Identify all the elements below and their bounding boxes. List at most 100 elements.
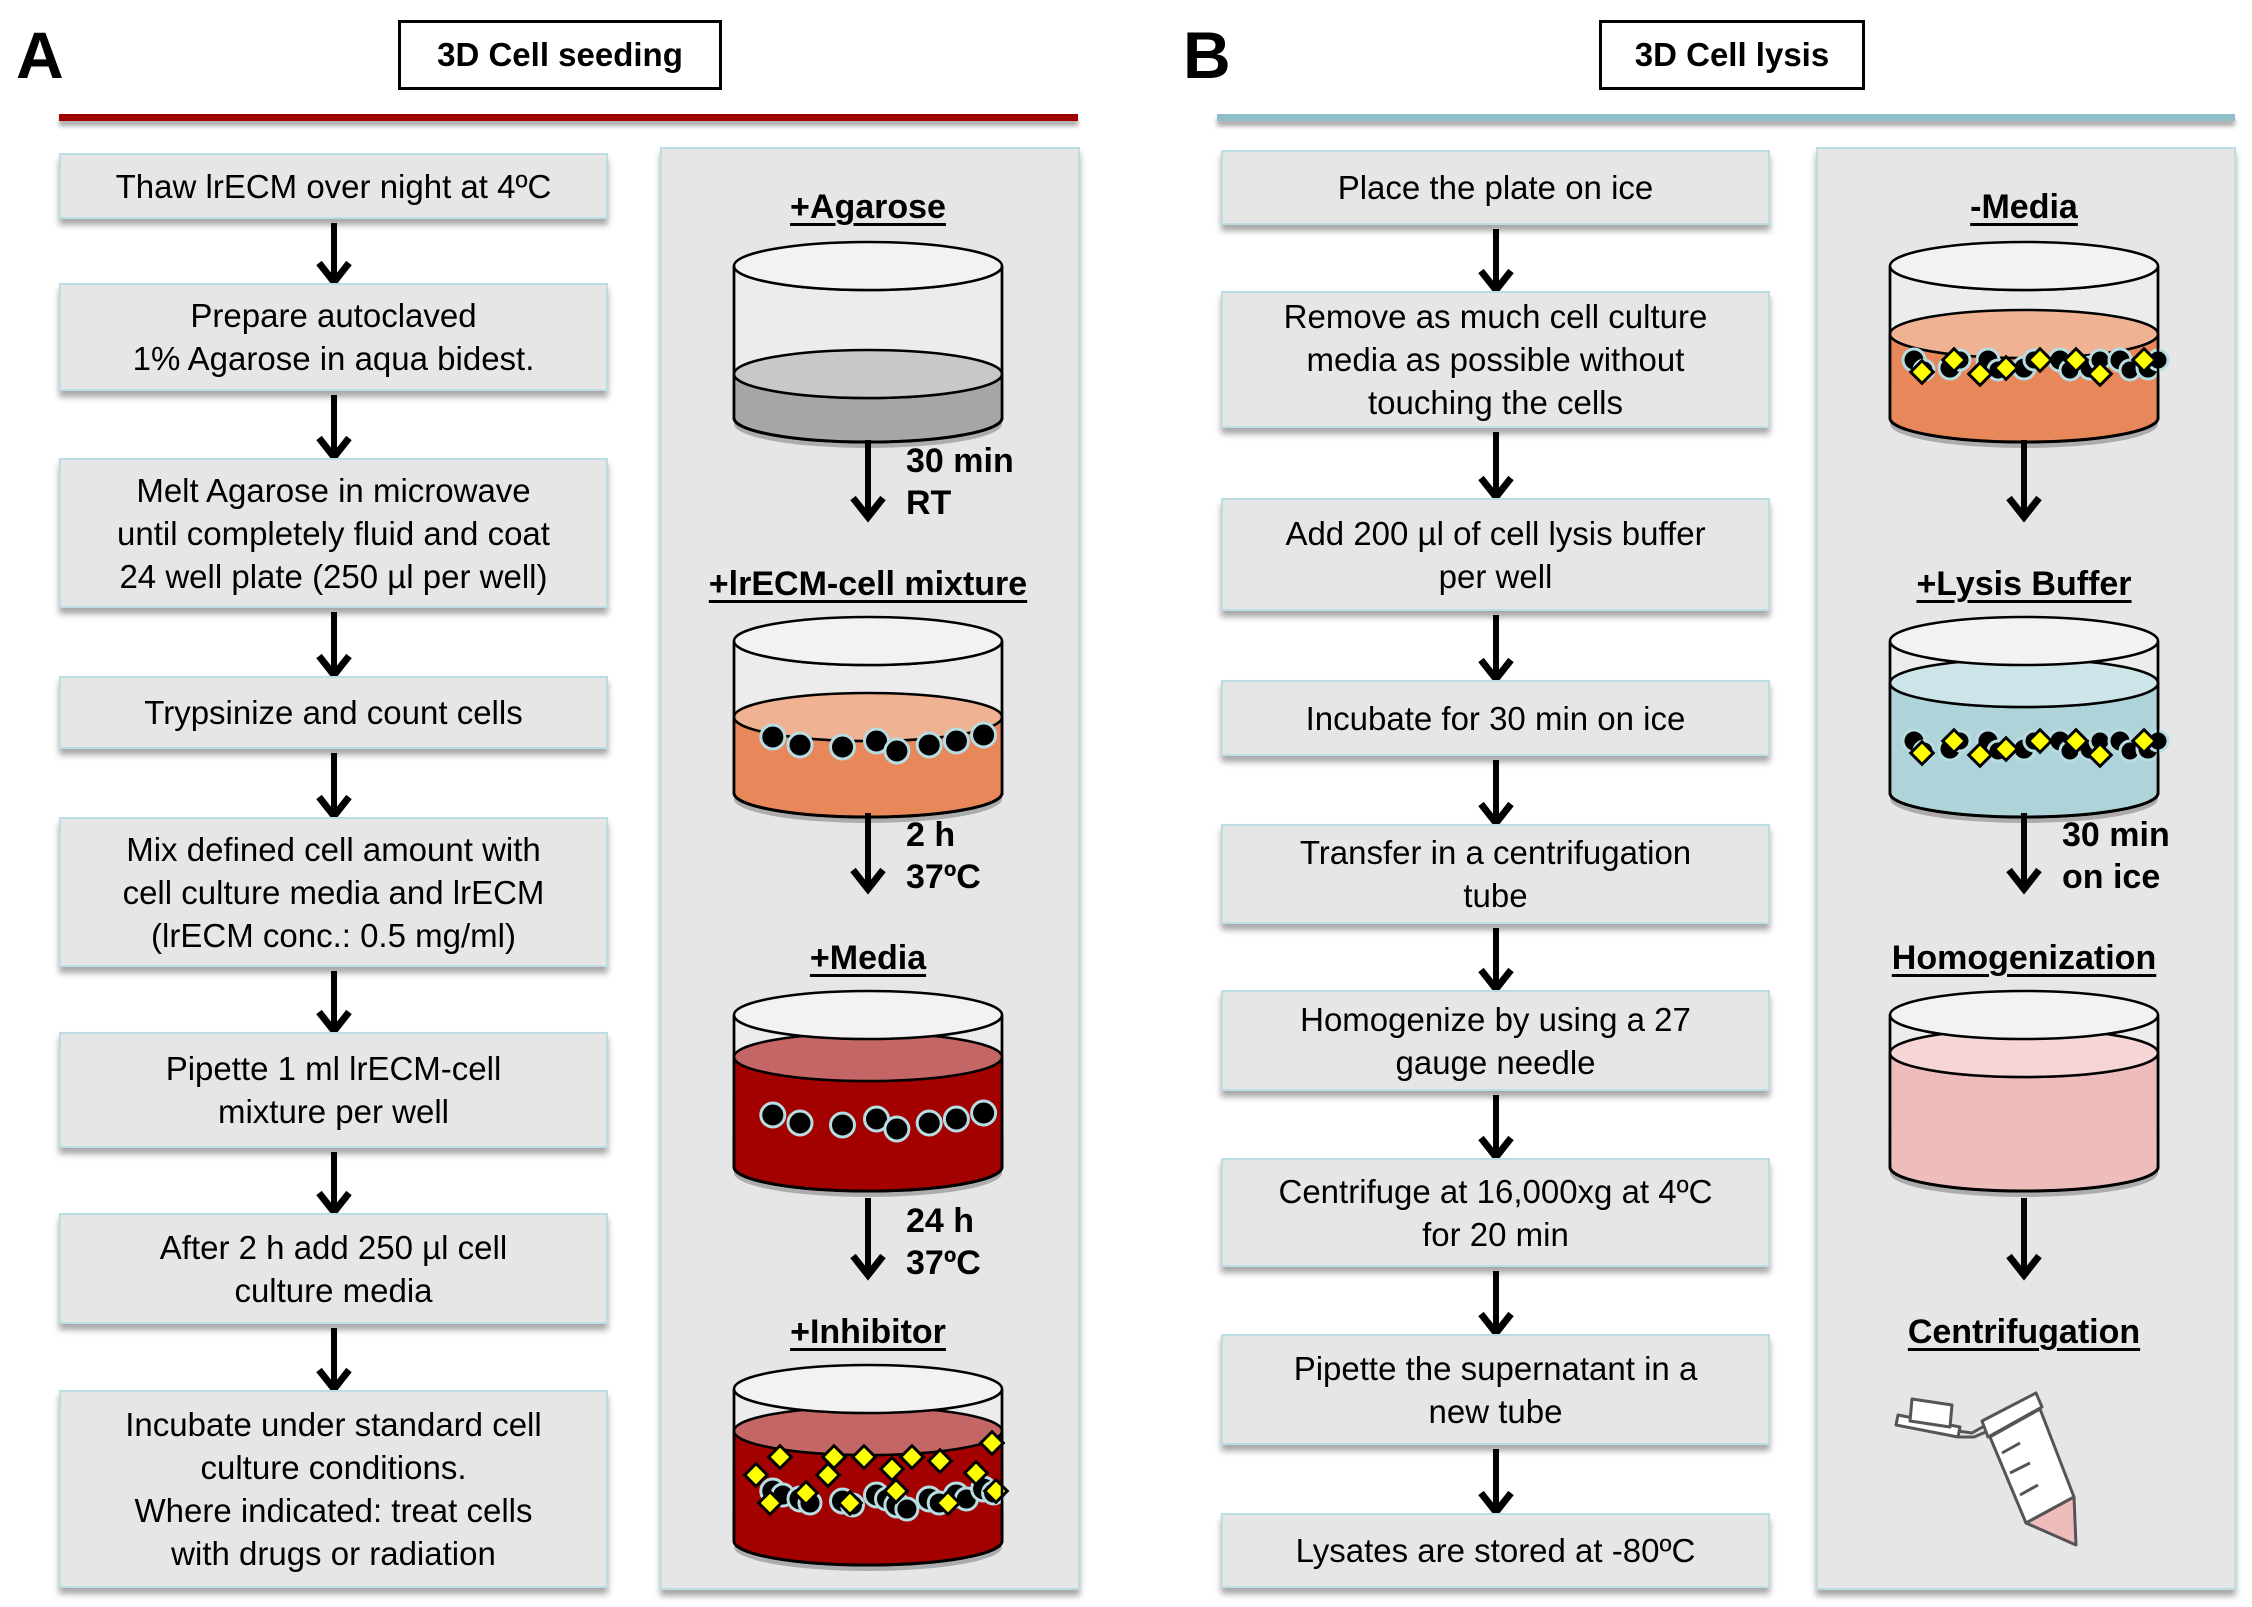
inhibitor-icon (1908, 739, 1936, 767)
inhibitor-icon (742, 1461, 770, 1489)
culture-dish-illustration (1888, 989, 2160, 1197)
inhibitor-icon (792, 1479, 820, 1507)
step-box: Pipette 1 ml lrECM-cell mixture per well (59, 1032, 608, 1148)
cell-icon (786, 731, 814, 759)
inhibitor-icon (898, 1443, 926, 1471)
illustration-heading: Homogenization (1891, 939, 2157, 977)
step-box: Mix defined cell amount with cell cultur… (59, 817, 608, 967)
inhibitor-icon (926, 1447, 954, 1475)
panel-a-title: 3D Cell seeding (398, 20, 722, 90)
inhibitor-icon (836, 1489, 864, 1517)
culture-dish-illustration (1888, 240, 2170, 448)
step-arrow-icon (2006, 440, 2042, 523)
illustration-heading: +Agarose (790, 188, 946, 226)
inhibitor-icon (2130, 727, 2158, 755)
inhibitor-icon (2130, 346, 2158, 374)
culture-dish-illustration (1888, 615, 2170, 823)
dish-rim (732, 240, 1004, 292)
step-arrow-icon (850, 813, 886, 895)
dish-rim (732, 615, 1004, 667)
inhibitor-icon (882, 1477, 910, 1505)
inhibitor-icon (2026, 346, 2054, 374)
illustration-heading: +Media (809, 939, 927, 977)
culture-dish-illustration (732, 240, 1004, 448)
flow-arrow-icon (315, 753, 352, 822)
inhibitor-icon (2062, 727, 2090, 755)
dish-rim (1888, 989, 2160, 1041)
step-box: Melt Agarose in microwave until complete… (59, 458, 608, 608)
panel-a-divider (59, 114, 1078, 121)
flow-arrow-icon (1477, 1095, 1514, 1163)
flow-arrow-icon (1477, 760, 1514, 829)
inhibitor-icon (934, 1489, 962, 1517)
tube-pellet (2024, 1495, 2078, 1547)
step-box: Incubate under standard cell culture con… (59, 1390, 608, 1588)
inhibitor-icon (878, 1455, 906, 1483)
inhibitor-icon (2086, 360, 2114, 388)
cell-icon (786, 1109, 814, 1137)
panel-b-divider (1217, 114, 2235, 121)
step-box: Incubate for 30 min on ice (1221, 680, 1770, 756)
dish-rim (1888, 615, 2160, 667)
illustration-heading: +Inhibitor (790, 1313, 946, 1351)
step-box: Place the plate on ice (1221, 150, 1770, 225)
step-box: Remove as much cell culture media as pos… (1221, 291, 1770, 428)
cell-icon (829, 1111, 856, 1139)
cell-icon (970, 721, 998, 749)
inhibitor-icon (820, 1443, 848, 1471)
cell-icon (942, 727, 970, 755)
step-box: After 2 h add 250 µl cell culture media (59, 1213, 608, 1324)
cell-icon (915, 731, 943, 759)
panel-b-title: 3D Cell lysis (1599, 20, 1865, 90)
cell-icon (759, 1101, 787, 1129)
step-arrow-icon (850, 1198, 886, 1281)
step-box: Prepare autoclaved 1% Agarose in aqua bi… (59, 283, 608, 391)
flow-arrow-icon (315, 223, 352, 288)
flow-arrow-icon (1477, 1449, 1514, 1518)
culture-dish-illustration (732, 1363, 1010, 1571)
panel-label-b: B (1183, 18, 1231, 92)
step-box: Trypsinize and count cells (59, 676, 608, 749)
incubation-condition: 24 h 37ºC (906, 1202, 981, 1282)
flow-arrow-icon (315, 612, 352, 681)
inhibitor-icon (2026, 727, 2054, 755)
cell-icon (894, 1496, 920, 1522)
cell-icon (829, 733, 856, 761)
incubation-condition: 2 h 37ºC (906, 816, 981, 896)
cell-icon (883, 1115, 911, 1143)
step-box: Centrifuge at 16,000xg at 4ºC for 20 min (1221, 1158, 1770, 1267)
flow-arrow-icon (315, 1152, 352, 1218)
step-arrow-icon (2006, 813, 2042, 895)
inhibitor-icon (1908, 358, 1936, 386)
flow-arrow-icon (1477, 615, 1514, 685)
flow-arrow-icon (1477, 928, 1514, 995)
inhibitor-icon (766, 1443, 794, 1471)
flow-arrow-icon (1477, 1271, 1514, 1339)
cell-icon (915, 1109, 943, 1137)
flow-arrow-icon (315, 1328, 352, 1395)
step-box: Add 200 µl of cell lysis buffer per well (1221, 498, 1770, 611)
dish-rim (732, 1363, 1004, 1415)
inhibitor-icon (1966, 741, 1994, 769)
culture-dish-illustration (732, 989, 1004, 1197)
step-box: Pipette the supernatant in a new tube (1221, 1334, 1770, 1445)
cell-icon (883, 737, 911, 765)
panel-label-a: A (16, 18, 64, 92)
cell-icon (970, 1099, 998, 1127)
flow-arrow-icon (315, 971, 352, 1037)
flow-arrow-icon (1477, 432, 1514, 503)
illustration-heading: +lrECM-cell mixture (708, 565, 1028, 603)
inhibitor-icon (2086, 741, 2114, 769)
culture-dish-illustration (732, 615, 1004, 823)
inhibitor-icon (1992, 735, 2020, 763)
inhibitor-icon (1992, 354, 2020, 382)
incubation-condition: 30 min on ice (2062, 816, 2170, 896)
inhibitor-icon (1940, 346, 1968, 374)
inhibitor-icon (850, 1443, 878, 1471)
step-arrow-icon (850, 440, 886, 523)
centrifuge-tube-icon (1894, 1391, 2078, 1547)
dish-rim (1888, 240, 2160, 292)
illustration-heading: -Media (1970, 188, 2078, 226)
step-box: Transfer in a centrifugation tube (1221, 824, 1770, 924)
inhibitor-icon (962, 1459, 990, 1487)
